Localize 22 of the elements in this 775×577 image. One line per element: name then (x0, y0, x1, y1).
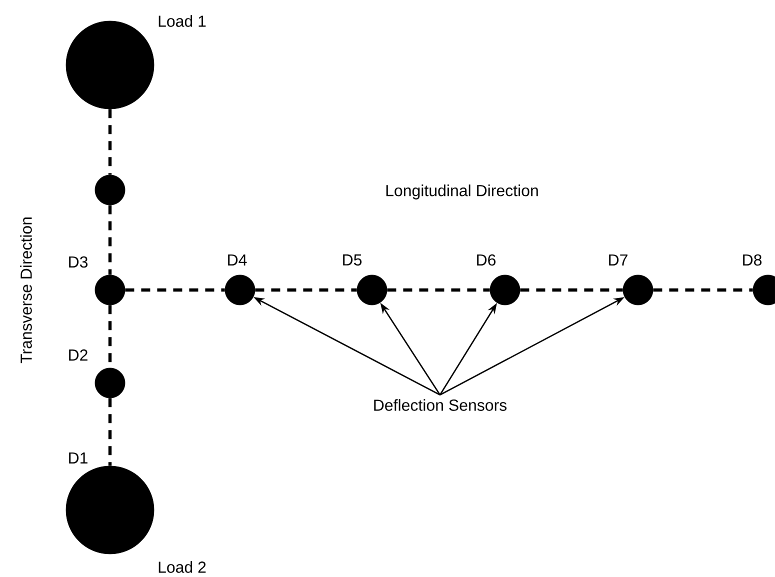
dashed-line (125, 288, 225, 292)
dashed-line (387, 288, 490, 292)
dot-label: D5 (343, 254, 362, 266)
axis-label: Longitudinal Direction (386, 184, 538, 200)
dashed-line (653, 288, 753, 292)
dot-label: D7 (609, 254, 628, 266)
dashed-line (255, 288, 357, 292)
dashed-line (108, 205, 112, 275)
dot-label: Load 1 (158, 15, 206, 27)
caption-text: Deflection Sensors (374, 399, 507, 411)
axis-label: Transverse Direction (20, 218, 32, 364)
dot-label: D1 (69, 452, 88, 464)
dot-label: D4 (228, 254, 247, 266)
sensor-dot (94, 174, 126, 206)
dot-label: D3 (69, 256, 88, 268)
dot-label: Load 2 (158, 561, 206, 573)
dot-label: D8 (743, 254, 762, 266)
dot-label: D6 (477, 254, 496, 266)
dashed-line (520, 288, 623, 292)
dashed-line (108, 398, 112, 466)
dashed-line (108, 109, 112, 175)
dot-label: D2 (69, 349, 88, 361)
